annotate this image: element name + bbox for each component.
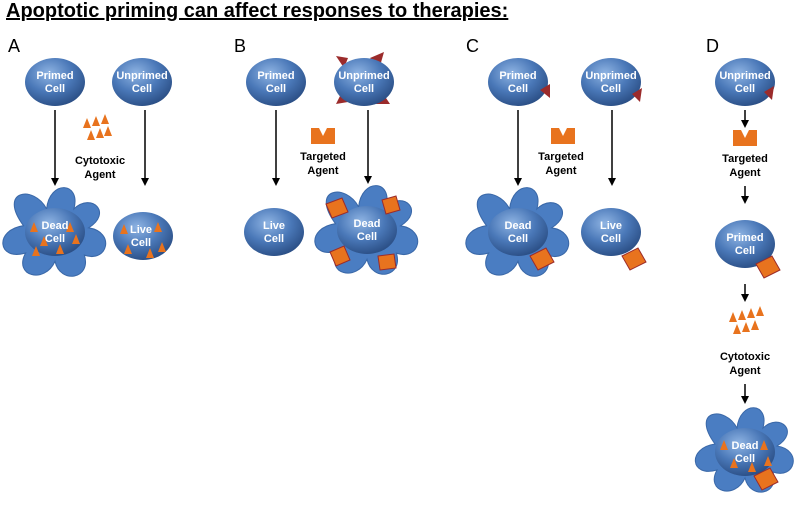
panel-d: Unprimed Cell Targeted Agent Primed Cell… (694, 58, 794, 493)
agent-label: Agent (307, 165, 339, 177)
panel-d-letter: D (706, 36, 719, 56)
svg-text:Unprimed: Unprimed (338, 70, 389, 82)
svg-text:Dead: Dead (732, 440, 759, 452)
figure-title: Apoptotic priming can affect responses t… (6, 0, 509, 22)
primed-cell: Primed Cell (488, 58, 550, 106)
unprimed-cell: Unprimed Cell (112, 58, 172, 106)
panel-b: Primed Cell Unprimed Cell Targeted Agent… (244, 52, 419, 275)
targeted-agent-icon (551, 128, 575, 144)
agent-label: Agent (729, 167, 761, 179)
svg-text:Dead: Dead (42, 220, 69, 232)
dead-cell: Dead Cell (465, 187, 570, 277)
live-cell: Live Cell (113, 212, 173, 260)
panel-a: Primed Cell Unprimed Cell Cytotoxic Agen… (2, 58, 173, 277)
live-cell: Live Cell (244, 208, 304, 256)
panel-b-letter: B (234, 36, 247, 56)
svg-text:Cell: Cell (601, 83, 621, 95)
live-cell: Live Cell (581, 208, 647, 271)
panel-a-letter: A (8, 36, 21, 56)
svg-text:Cell: Cell (266, 83, 286, 95)
svg-text:Dead: Dead (505, 220, 532, 232)
svg-text:Primed: Primed (257, 70, 294, 82)
agent-label: Targeted (300, 151, 346, 163)
svg-text:Cell: Cell (601, 233, 621, 245)
dead-cell: Dead Cell (2, 187, 107, 277)
primed-cell: Primed Cell (246, 58, 306, 106)
svg-text:Live: Live (130, 224, 152, 236)
agent-label: Agent (84, 169, 116, 181)
targeted-agent-icon (733, 130, 757, 146)
svg-text:Live: Live (263, 220, 285, 232)
primed-cell: Primed Cell (25, 58, 85, 106)
panel-c: Primed Cell Unprimed Cell Targeted Agent… (465, 58, 647, 277)
svg-text:Cell: Cell (357, 231, 377, 243)
dead-cell: Dead Cell (314, 185, 419, 275)
svg-text:Cell: Cell (131, 237, 151, 249)
dead-cell: Dead Cell (694, 407, 794, 493)
agent-label: Agent (545, 165, 577, 177)
panel-c-letter: C (466, 36, 479, 56)
svg-text:Cell: Cell (354, 83, 374, 95)
svg-text:Cell: Cell (508, 83, 528, 95)
agent-label: Targeted (538, 151, 584, 163)
targeted-agent-icon (311, 128, 335, 144)
unprimed-cell: Unprimed Cell (715, 58, 775, 106)
svg-text:Cell: Cell (735, 245, 755, 257)
agent-label: Cytotoxic (75, 155, 125, 167)
unprimed-cell: Unprimed Cell (334, 52, 394, 106)
svg-text:Cell: Cell (735, 453, 755, 465)
primed-cell: Primed Cell (715, 220, 781, 279)
svg-text:Unprimed: Unprimed (116, 70, 167, 82)
agent-label: Targeted (722, 153, 768, 165)
svg-text:Primed: Primed (726, 232, 763, 244)
svg-text:Live: Live (600, 220, 622, 232)
cytotoxic-agent-icon (83, 114, 112, 140)
svg-text:Cell: Cell (45, 233, 65, 245)
svg-text:Unprimed: Unprimed (719, 70, 770, 82)
svg-text:Cell: Cell (132, 83, 152, 95)
svg-text:Dead: Dead (354, 218, 381, 230)
agent-label: Agent (729, 365, 761, 377)
svg-text:Unprimed: Unprimed (585, 70, 636, 82)
svg-text:Cell: Cell (45, 83, 65, 95)
svg-text:Cell: Cell (508, 233, 528, 245)
agent-label: Cytotoxic (720, 351, 770, 363)
svg-text:Cell: Cell (264, 233, 284, 245)
cytotoxic-agent-icon (729, 306, 764, 334)
unprimed-cell: Unprimed Cell (581, 58, 642, 106)
svg-text:Primed: Primed (499, 70, 536, 82)
svg-text:Primed: Primed (36, 70, 73, 82)
svg-text:Cell: Cell (735, 83, 755, 95)
